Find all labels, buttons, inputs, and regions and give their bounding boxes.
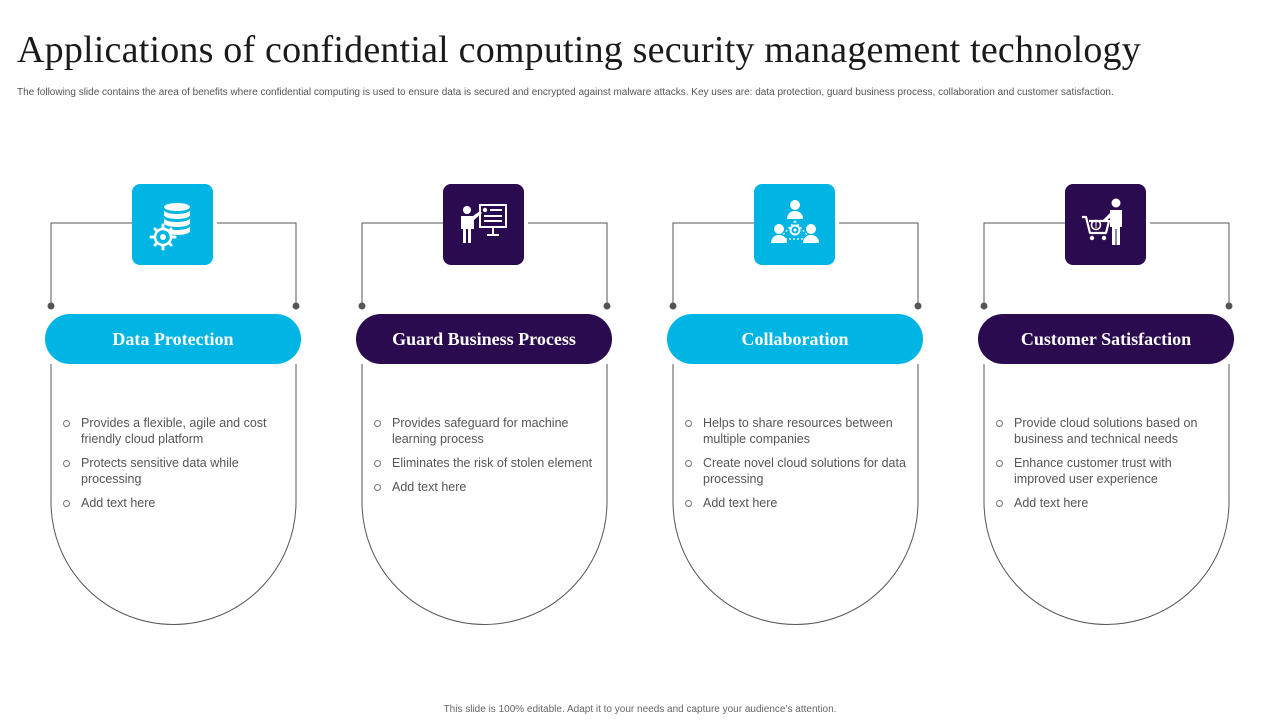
bullet-item: Add text here: [683, 495, 908, 511]
bullet-item: Enhance customer trust with improved use…: [994, 455, 1219, 487]
presenter-board-icon: [443, 184, 524, 265]
card-outline: [669, 222, 922, 625]
bullet-item: Create novel cloud solutions for data pr…: [683, 455, 908, 487]
card-heading: Collaboration: [667, 314, 923, 364]
bullet-item: Add text here: [994, 495, 1219, 511]
bullet-list: Provide cloud solutions based on busines…: [994, 415, 1219, 519]
bullet-item: Helps to share resources between multipl…: [683, 415, 908, 447]
card-heading: Data Protection: [45, 314, 301, 364]
card-outline: [358, 222, 611, 625]
card-guard-business-process: Guard Business Process Provides safeguar…: [356, 180, 616, 630]
page-title: Applications of confidential computing s…: [17, 29, 1141, 71]
bullet-item: Add text here: [372, 479, 597, 495]
bullet-item: Eliminates the risk of stolen element: [372, 455, 597, 471]
card-outline: [47, 222, 300, 625]
bullet-list: Provides a flexible, agile and cost frie…: [61, 415, 286, 519]
shopping-cart-person-icon: [1065, 184, 1146, 265]
card-collaboration: Collaboration Helps to share resources b…: [667, 180, 927, 630]
card-heading: Customer Satisfaction: [978, 314, 1234, 364]
database-gear-icon: [132, 184, 213, 265]
footer-note: This slide is 100% editable. Adapt it to…: [443, 704, 837, 715]
card-outline: [980, 222, 1233, 625]
card-heading: Guard Business Process: [356, 314, 612, 364]
bullet-item: Protects sensitive data while processing: [61, 455, 286, 487]
card-customer-satisfaction: Customer Satisfaction Provide cloud solu…: [978, 180, 1238, 630]
bullet-item: Add text here: [61, 495, 286, 511]
bullet-list: Provides safeguard for machine learning …: [372, 415, 597, 503]
team-network-icon: [754, 184, 835, 265]
bullet-item: Provide cloud solutions based on busines…: [994, 415, 1219, 447]
card-data-protection: Data Protection Provides a flexible, agi…: [45, 180, 305, 630]
page-subtitle: The following slide contains the area of…: [17, 87, 1114, 98]
bullet-list: Helps to share resources between multipl…: [683, 415, 908, 519]
bullet-item: Provides safeguard for machine learning …: [372, 415, 597, 447]
bullet-item: Provides a flexible, agile and cost frie…: [61, 415, 286, 447]
